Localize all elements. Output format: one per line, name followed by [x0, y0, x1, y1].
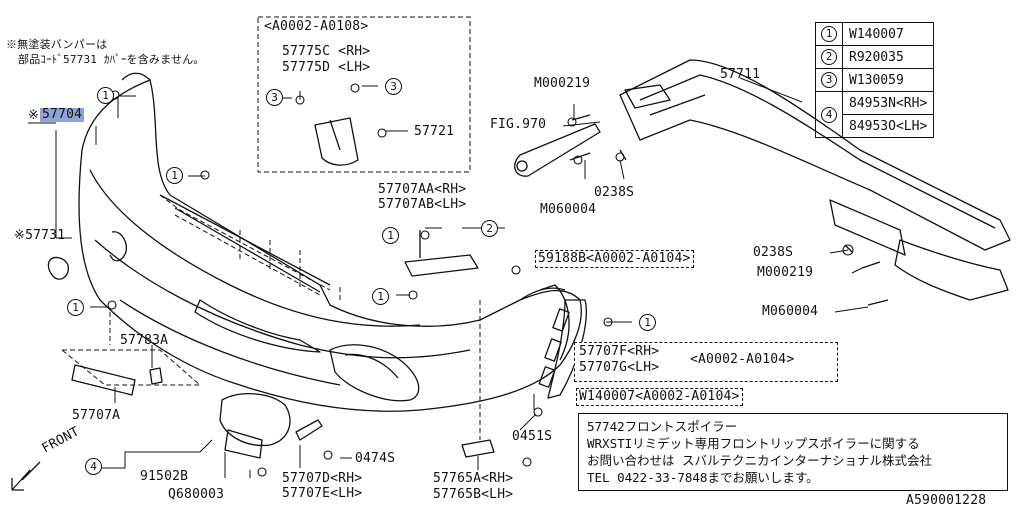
label-w140007-range[interactable]: W140007<A0002-A0104>	[576, 388, 743, 406]
callout-1: 1	[382, 227, 399, 244]
label-serial-range-a: <A0002-A0108>	[264, 19, 369, 34]
callout-3: 3	[266, 89, 283, 106]
label-57765a[interactable]: 57765A<RH>	[433, 471, 514, 486]
callout-1: 1	[639, 314, 656, 331]
table-row: 4 84953N<RH>	[815, 91, 935, 138]
callout-3: 3	[385, 78, 402, 95]
label-57783a[interactable]: 57783A	[120, 333, 169, 348]
diagram-id: A590001228	[906, 493, 987, 508]
table-row: 3 W130059	[815, 68, 935, 92]
box-57707fg	[574, 342, 838, 382]
ref-part[interactable]: W130059	[841, 68, 935, 92]
label-57704-mark: ※	[28, 108, 40, 123]
note-box-line: TEL 0422-33-7848までお願いします。	[587, 470, 819, 485]
note-box-line: お問い合わせは スバルテクニカインターナショナル株式会社	[587, 453, 933, 468]
label-57707e[interactable]: 57707E<LH>	[282, 486, 363, 501]
label-57707ab[interactable]: 57707AB<LH>	[378, 197, 467, 212]
label-57731[interactable]: ※57731	[14, 228, 66, 243]
label-m060004-right[interactable]: M060004	[762, 304, 819, 319]
label-m060004-top[interactable]: M060004	[540, 202, 597, 217]
label-57707aa[interactable]: 57707AA<RH>	[378, 182, 467, 197]
fog-cover	[219, 393, 291, 447]
label-91502b[interactable]: 91502B	[140, 469, 189, 484]
spoiler-note-box: 57742フロントスポイラー WRXSTIリミデット専用フロントリップスポイラー…	[578, 413, 1008, 491]
ref-num: 1	[821, 26, 837, 42]
label-0474s[interactable]: 0474S	[355, 451, 396, 466]
table-row: 84953O<LH>	[816, 114, 935, 138]
table-row: 1 W140007	[815, 22, 935, 46]
note-box-line: WRXSTIリミデット専用フロントリップスポイラーに関する	[587, 436, 920, 451]
label-m000219-right[interactable]: M000219	[757, 265, 814, 280]
label-57775c[interactable]: 57775C <RH>	[282, 44, 371, 59]
table-row: 2 R920035	[815, 45, 935, 69]
ref-num: 2	[821, 49, 837, 65]
label-57707f[interactable]: 57707F<RH>	[579, 344, 660, 359]
label-0238s-right[interactable]: 0238S	[753, 245, 794, 260]
label-57711[interactable]: 57711	[720, 67, 761, 82]
callout-1: 1	[166, 167, 183, 184]
reference-table: 1 W140007 2 R920035 3 W130059 4 84953N<R…	[815, 22, 935, 138]
reinforcement-beam	[619, 59, 1011, 251]
label-57765b[interactable]: 57765B<LH>	[433, 487, 514, 502]
callout-1: 1	[67, 299, 84, 316]
label-m000219-top[interactable]: M000219	[534, 76, 591, 91]
label-57721[interactable]: 57721	[414, 124, 455, 139]
ref-part[interactable]: R920035	[841, 45, 935, 69]
label-serial-range-fg: <A0002-A0104>	[690, 352, 795, 367]
label-59188b[interactable]: 59188B<A0002-A0104>	[535, 250, 694, 268]
label-q680003[interactable]: Q680003	[168, 487, 225, 502]
label-57707d[interactable]: 57707D<RH>	[282, 471, 363, 486]
note-box-line: 57742フロントスポイラー	[587, 419, 738, 434]
ref-part[interactable]: 84953O<LH>	[841, 114, 935, 138]
label-57775d[interactable]: 57775D <LH>	[282, 60, 371, 75]
label-57704[interactable]: 57704	[40, 107, 85, 122]
callout-1: 1	[372, 288, 389, 305]
ref-part[interactable]: 84953N<RH>	[841, 91, 935, 115]
ref-num: 3	[821, 72, 837, 88]
bumper-outline	[78, 79, 582, 412]
label-fig970[interactable]: FIG.970	[490, 117, 547, 132]
note-line-2: 部品ｺｰﾄﾞ57731 ｶﾊﾞｰを含みません。	[18, 53, 205, 66]
callout-4: 4	[85, 458, 102, 475]
label-57707a[interactable]: 57707A	[72, 408, 121, 423]
label-0238s-top[interactable]: 0238S	[594, 185, 635, 200]
spoiler-bracket	[547, 299, 587, 399]
ref-num: 4	[821, 106, 837, 123]
note-line-1: ※無塗装バンパーは	[6, 38, 108, 51]
callout-2: 2	[481, 220, 498, 237]
label-57707g[interactable]: 57707G<LH>	[579, 360, 660, 375]
label-0451s[interactable]: 0451S	[512, 429, 553, 444]
ref-part[interactable]: W140007	[841, 22, 935, 46]
callout-1: 1	[97, 87, 114, 104]
